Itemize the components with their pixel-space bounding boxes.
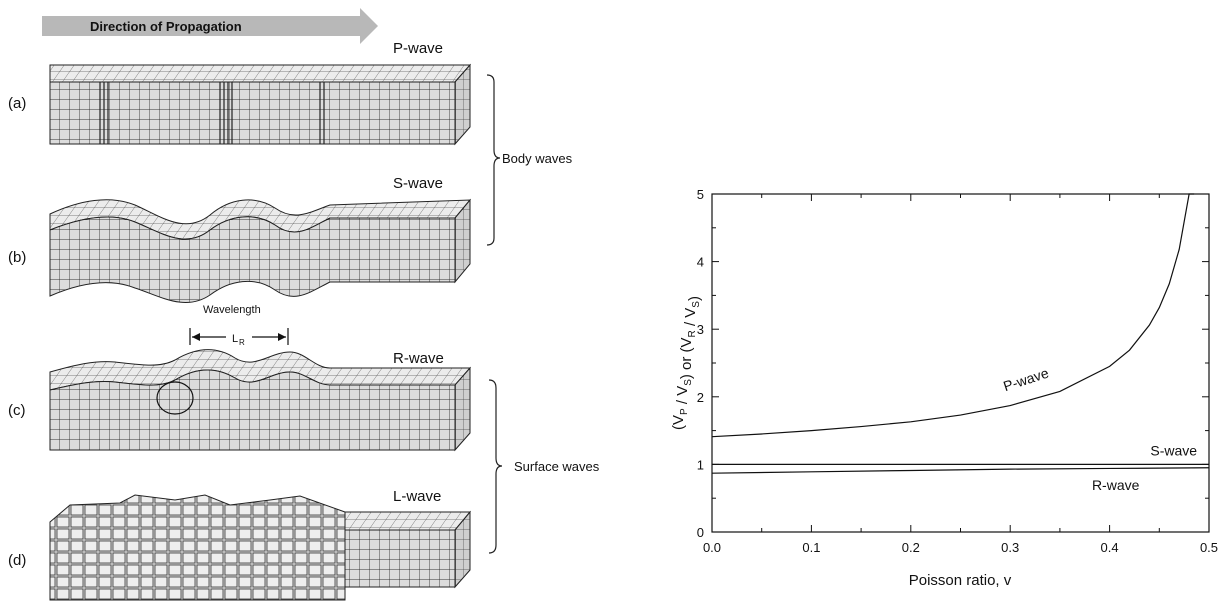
propagation-arrow: Direction of Propagation bbox=[42, 8, 378, 44]
wavelength-marker: Wavelength L R bbox=[189, 304, 289, 347]
p-wave-series-label: P-wave bbox=[1001, 365, 1051, 395]
x-axis-label: Poisson ratio, v bbox=[909, 572, 1012, 589]
s-wave-series-label: S-wave bbox=[1150, 443, 1197, 459]
x-tick-label: 0.0 bbox=[703, 540, 721, 555]
velocity-ratio-chart: 0.0 0.1 0.2 0.3 0.4 0.5 0 1 2 3 4 5 P-waveS-waveR-… bbox=[670, 187, 1218, 589]
x-tick-label: 0.4 bbox=[1101, 540, 1119, 555]
l-wave-block bbox=[49, 494, 472, 601]
wavelength-label: Wavelength bbox=[203, 304, 261, 316]
s-wave-label: S-wave bbox=[393, 175, 443, 192]
x-tick-label: 0.2 bbox=[902, 540, 920, 555]
y-tick-label: 0 bbox=[697, 525, 704, 540]
body-waves-label: Body waves bbox=[502, 151, 573, 166]
surface-waves-label: Surface waves bbox=[514, 459, 600, 474]
r-wave-series-label: R-wave bbox=[1092, 477, 1140, 493]
y-tick-label: 4 bbox=[697, 255, 704, 270]
wavelength-subscript: R bbox=[239, 338, 245, 347]
x-tick-label: 0.5 bbox=[1200, 540, 1218, 555]
wavelength-symbol: L bbox=[232, 333, 238, 345]
r-wave-curve bbox=[711, 467, 1210, 474]
panel-tag-c: (c) bbox=[8, 402, 26, 419]
l-wave-label: L-wave bbox=[393, 488, 441, 505]
y-tick-label: 5 bbox=[697, 187, 704, 202]
x-tick-label: 0.3 bbox=[1001, 540, 1019, 555]
panel-tag-a: (a) bbox=[8, 95, 26, 112]
p-wave-curve bbox=[711, 193, 1195, 438]
s-wave-block bbox=[49, 198, 472, 303]
y-tick-label: 2 bbox=[697, 390, 704, 405]
body-waves-brace: Body waves bbox=[486, 74, 573, 246]
y-tick-label: 3 bbox=[697, 322, 704, 337]
r-wave-block bbox=[49, 349, 472, 452]
y-axis-label: (VP / VS) or (VR / VS) bbox=[670, 296, 703, 430]
r-wave-label: R-wave bbox=[393, 350, 444, 367]
panel-tag-b: (b) bbox=[8, 249, 26, 266]
direction-label: Direction of Propagation bbox=[90, 19, 242, 34]
panel-tag-d: (d) bbox=[8, 552, 26, 569]
surface-waves-brace: Surface waves bbox=[488, 379, 600, 554]
y-tick-label: 1 bbox=[697, 457, 704, 472]
x-axis-ticks: 0.0 0.1 0.2 0.3 0.4 0.5 bbox=[703, 194, 1218, 555]
p-wave-block bbox=[49, 63, 472, 146]
p-wave-label: P-wave bbox=[393, 40, 443, 57]
x-tick-label: 0.1 bbox=[802, 540, 820, 555]
